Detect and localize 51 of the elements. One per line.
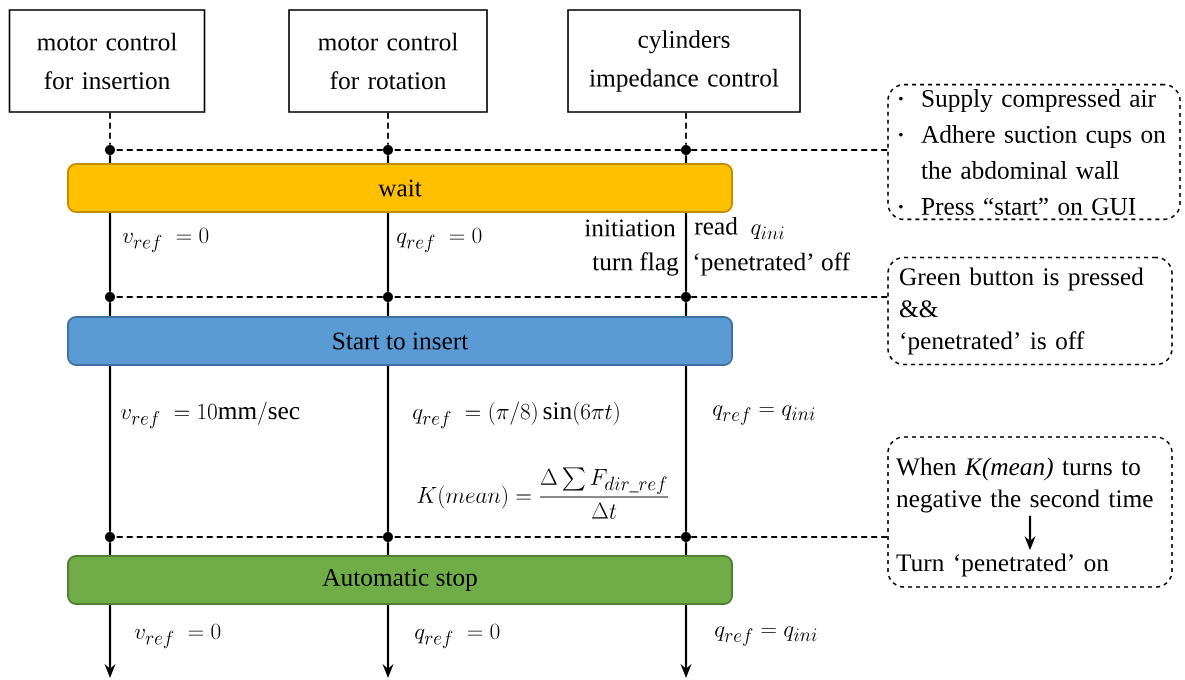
lifeline	[386, 542, 390, 555]
annotation-text: ‘penetrated’ off	[694, 252, 851, 276]
guide-line	[690, 296, 889, 298]
lifeline	[684, 213, 688, 292]
guide-line	[690, 536, 889, 538]
formula: $v_{ref}\ = 0$	[134, 623, 221, 649]
state-bar: wait	[67, 163, 733, 213]
guide-line	[392, 149, 682, 151]
lifeline	[108, 542, 112, 555]
formula: $q_{ref} = q_{ini}$	[713, 405, 815, 425]
guide-line	[392, 536, 682, 538]
formula: $v_{ref}\ = 10\mathrm{mm/sec}$	[120, 401, 300, 429]
lifeline	[386, 213, 390, 292]
lifeline	[684, 366, 688, 532]
guide-line	[114, 296, 384, 298]
lifeline	[386, 366, 390, 532]
note-box: Supply compressed air Adhere suction cups on the abdominal wall Press “start” on GUI	[887, 83, 1181, 221]
guide-line	[690, 149, 889, 151]
annotation-text: initiation	[584, 219, 676, 237]
header-box: cylinders impedance control	[567, 9, 801, 113]
formula: $q_{ref}\ = 0$	[415, 623, 500, 649]
lifeline	[108, 155, 112, 163]
formula: $q_{ref} = q_{ini}$	[715, 626, 817, 646]
lifeline	[108, 366, 112, 532]
state-bar: Automatic stop	[67, 555, 733, 605]
guide-line	[392, 296, 682, 298]
lifeline	[108, 213, 112, 292]
guide-line	[114, 149, 384, 151]
lifeline	[387, 111, 389, 146]
guide-line	[114, 536, 384, 538]
state-bar: Start to insert	[67, 316, 733, 366]
lifeline	[684, 155, 688, 163]
formula: $v_{ref}\ = 0$	[122, 227, 209, 253]
lifeline	[109, 111, 111, 146]
note-text: When K(mean) turns to negative the second time	[896, 457, 1153, 513]
lifeline	[386, 302, 390, 316]
formula: $q_{ref}\ = (\pi/8)\sin(6\pi t)$	[413, 401, 619, 429]
header-box: motor control for insertion	[8, 9, 206, 113]
note-box	[887, 436, 1173, 588]
note-text: Turn ‘penetrated’ on	[896, 553, 1109, 577]
formula: $K(mean) = \frac{\Delta\sum F_{dir\_ref}}{\Delta t}$	[417, 467, 669, 519]
lifeline	[108, 302, 112, 316]
lifeline	[684, 302, 688, 316]
lifeline	[386, 155, 390, 163]
formula: $\mathrm{read}\ \ q_{ini}$	[694, 216, 784, 240]
formula: $q_{ref}\ = 0$	[397, 227, 482, 253]
annotation-text: turn flag	[592, 252, 679, 276]
note-box: Green button is pressed && ‘penetrated’ is off	[887, 256, 1173, 366]
lifeline	[685, 111, 687, 146]
header-box: motor control for rotation	[288, 9, 488, 113]
lifeline	[684, 542, 688, 555]
